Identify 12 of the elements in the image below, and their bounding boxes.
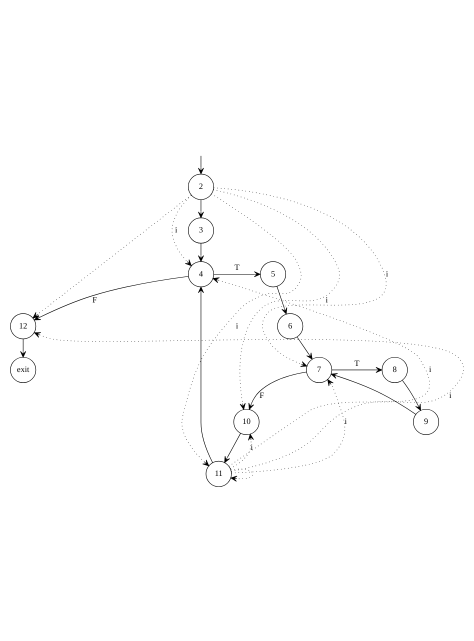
edge-label: F <box>260 390 264 400</box>
edge-label: T <box>354 358 360 368</box>
edge-label: i <box>449 390 452 400</box>
edge-label: T <box>234 262 240 272</box>
edge-label: F <box>92 294 97 304</box>
edge-label: i <box>386 268 388 278</box>
edge-label: i <box>429 364 432 374</box>
edge-label: i <box>236 320 238 330</box>
edge-label: i <box>344 416 347 426</box>
edge-label: i <box>326 294 328 304</box>
edge-label: i <box>250 442 253 452</box>
edge-label: i <box>175 225 178 234</box>
